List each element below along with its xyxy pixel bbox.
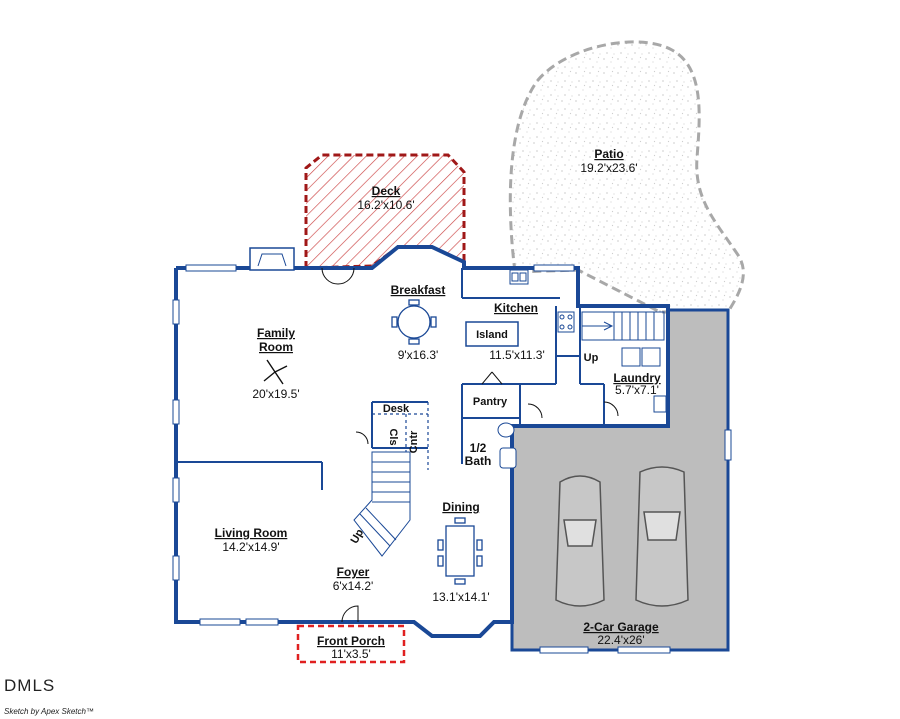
center-label: Cntr xyxy=(408,430,420,453)
exterior-wall xyxy=(174,245,670,638)
family-room-size: 20'x19.5' xyxy=(252,387,299,401)
dining-label: Dining xyxy=(442,500,479,514)
kitchen-label: Kitchen xyxy=(494,301,538,315)
kitchen-stairs xyxy=(581,311,665,341)
kitchen-sink-icon xyxy=(509,269,529,285)
breakfast-table-icon xyxy=(391,299,437,345)
foyer-label: Foyer xyxy=(337,565,370,579)
laundry-appliances xyxy=(621,347,667,413)
dmls-watermark: DMLS xyxy=(4,676,56,695)
desk-label: Desk xyxy=(383,403,410,415)
deck-size: 16.2'x10.6' xyxy=(357,198,414,212)
breakfast-size: 9'x16.3' xyxy=(398,348,439,362)
kitchen-stairs-up-label: Up xyxy=(584,352,599,364)
dining-size: 13.1'x14.1' xyxy=(432,590,489,604)
doors xyxy=(321,267,619,623)
foyer-size: 6'x14.2' xyxy=(333,579,374,593)
kitchen-size: 11.5'x11.3' xyxy=(489,348,545,362)
patio-size: 19.2'x23.6' xyxy=(580,161,637,175)
garage-label: 2-Car Garage xyxy=(583,620,659,634)
living-room-label: Living Room xyxy=(215,526,288,540)
patio-label: Patio xyxy=(594,147,623,161)
half-bath-label: 1/2 xyxy=(470,441,487,455)
living-room-size: 14.2'x14.9' xyxy=(222,540,279,554)
half-bath-label-line2: Bath xyxy=(465,454,492,468)
half-bath-fixtures xyxy=(497,422,517,469)
family-room-label: Family xyxy=(257,326,295,340)
garage-size: 22.4'x26' xyxy=(597,633,644,647)
deck-label: Deck xyxy=(372,184,401,198)
sketch-credit: Sketch by Apex Sketch™ xyxy=(4,707,94,716)
interior-walls xyxy=(176,268,605,490)
cabinet-lines xyxy=(372,402,429,470)
front-porch-label: Front Porch xyxy=(317,634,385,648)
patio-area xyxy=(508,40,745,314)
car-icon xyxy=(555,466,689,607)
front-porch xyxy=(296,624,406,664)
family-room-label-line2: Room xyxy=(259,340,293,354)
dining-table-icon xyxy=(437,517,483,585)
closet-label: Cls xyxy=(387,428,399,445)
fireplace-icon xyxy=(249,247,295,271)
kitchen-island xyxy=(465,321,519,347)
laundry-size: 5.7'x7.1' xyxy=(615,383,659,397)
ceiling-fan-icon xyxy=(263,359,288,385)
laundry-label: Laundry xyxy=(613,371,661,385)
island-label: Island xyxy=(476,329,508,341)
breakfast-label: Breakfast xyxy=(391,283,446,297)
pantry-label: Pantry xyxy=(473,396,508,408)
cooktop-icon xyxy=(557,311,575,333)
windows xyxy=(172,264,732,654)
main-stairs xyxy=(353,451,411,557)
front-porch-size: 11'x3.5' xyxy=(331,647,371,661)
